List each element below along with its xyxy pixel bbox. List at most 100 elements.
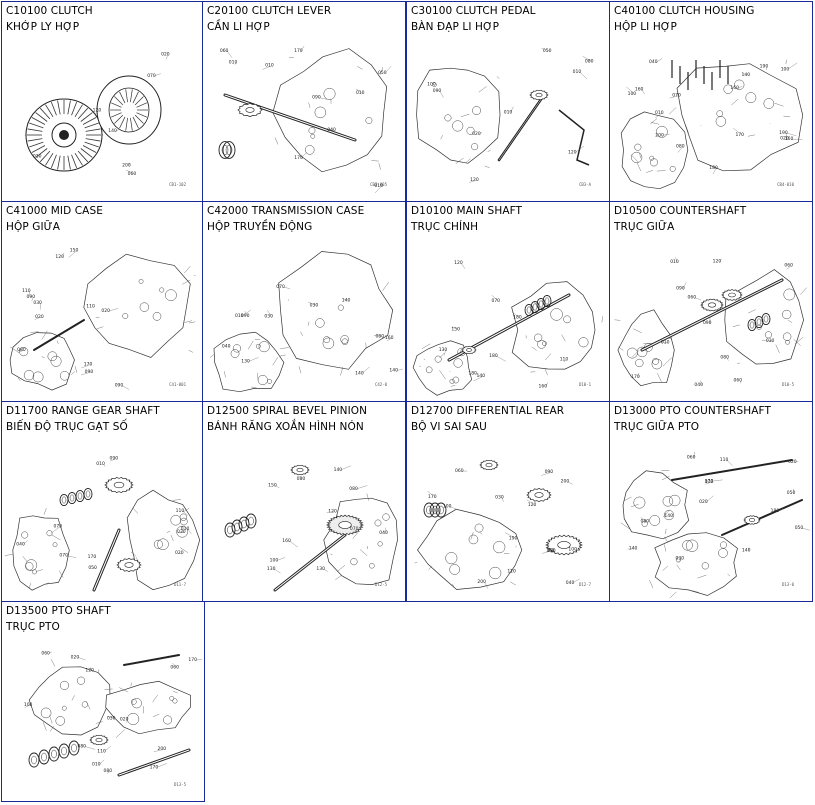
- svg-text:130: 130: [267, 566, 276, 572]
- part-vietnamese-name: TRỤC GIỮA PTO: [614, 421, 700, 433]
- svg-text:170: 170: [188, 657, 197, 663]
- svg-text:200: 200: [655, 132, 664, 138]
- svg-text:170: 170: [150, 764, 159, 770]
- svg-text:050: 050: [787, 490, 796, 496]
- svg-text:040: 040: [694, 382, 703, 388]
- part-code-title: C20100 CLUTCH LEVER: [207, 5, 332, 17]
- svg-text:120: 120: [93, 107, 102, 113]
- svg-text:060: 060: [128, 171, 137, 177]
- svg-text:160: 160: [730, 85, 739, 91]
- part-vietnamese-name: TRỤC CHÍNH: [411, 221, 479, 233]
- svg-text:150: 150: [268, 482, 277, 488]
- svg-text:120: 120: [85, 668, 94, 674]
- svg-text:120: 120: [328, 509, 337, 515]
- svg-text:090: 090: [433, 88, 442, 94]
- svg-text:160: 160: [785, 136, 794, 142]
- svg-text:020: 020: [788, 459, 797, 465]
- svg-text:190: 190: [509, 535, 518, 541]
- diagram-reference-number: D10-5: [781, 382, 794, 387]
- svg-text:140: 140: [342, 297, 351, 303]
- svg-text:020: 020: [161, 51, 170, 57]
- svg-text:100: 100: [781, 66, 790, 72]
- svg-text:030: 030: [264, 313, 273, 319]
- diagram-reference-number: CB1-102: [169, 182, 186, 187]
- part-code-title: D13500 PTO SHAFT: [6, 605, 111, 617]
- svg-text:060: 060: [455, 468, 464, 474]
- svg-text:050: 050: [378, 70, 387, 76]
- svg-text:100: 100: [427, 81, 436, 87]
- svg-text:150: 150: [451, 326, 460, 332]
- part-code-title: D13000 PTO COUNTERSHAFT: [614, 405, 771, 417]
- svg-text:080: 080: [104, 768, 113, 774]
- part-code-title: C40100 CLUTCH HOUSING: [614, 5, 755, 17]
- svg-text:180: 180: [513, 315, 522, 321]
- svg-text:110: 110: [507, 568, 516, 574]
- svg-text:140: 140: [742, 72, 751, 78]
- svg-text:110: 110: [560, 356, 569, 362]
- svg-text:030: 030: [766, 338, 775, 344]
- svg-text:060: 060: [220, 48, 229, 54]
- svg-text:010: 010: [573, 69, 582, 75]
- svg-text:080: 080: [676, 143, 685, 149]
- diagram-reference-number: D11-7: [173, 582, 186, 587]
- svg-text:030: 030: [310, 303, 319, 309]
- exploded-parts-diagram: 0900601001901201101702002000301001801900…: [414, 459, 583, 590]
- svg-text:090: 090: [241, 313, 250, 319]
- svg-text:170: 170: [88, 554, 97, 560]
- svg-text:010: 010: [229, 60, 238, 66]
- svg-text:020: 020: [101, 308, 110, 314]
- svg-text:170: 170: [294, 155, 303, 161]
- svg-text:140: 140: [664, 513, 673, 519]
- svg-text:010: 010: [374, 183, 383, 189]
- svg-text:080: 080: [641, 519, 650, 525]
- svg-text:010: 010: [96, 461, 105, 467]
- svg-text:030: 030: [107, 715, 116, 721]
- svg-text:060: 060: [688, 295, 697, 301]
- svg-text:020: 020: [120, 716, 129, 722]
- svg-text:090: 090: [545, 469, 554, 475]
- svg-text:170: 170: [735, 132, 744, 138]
- diagram-reference-number: D12-7: [578, 582, 591, 587]
- svg-text:070: 070: [147, 73, 156, 79]
- part-vietnamese-name: HỘP GIỮA: [6, 221, 61, 233]
- svg-text:180: 180: [546, 547, 555, 553]
- svg-text:200: 200: [157, 746, 166, 752]
- svg-text:090: 090: [110, 455, 119, 461]
- svg-text:060: 060: [170, 664, 179, 670]
- svg-text:080: 080: [17, 347, 26, 353]
- svg-text:010: 010: [92, 762, 101, 768]
- svg-text:020: 020: [35, 314, 44, 320]
- svg-text:030: 030: [33, 300, 42, 306]
- svg-text:010: 010: [356, 90, 365, 96]
- svg-text:100: 100: [443, 504, 452, 510]
- svg-text:180: 180: [489, 353, 498, 359]
- part-vietnamese-name: BÁNH RĂNG XOẮN HÌNH NÓN: [207, 421, 364, 433]
- part-vietnamese-name: HỘP TRUYỀN ĐỘNG: [207, 221, 313, 233]
- svg-text:200: 200: [561, 479, 570, 485]
- svg-text:030: 030: [676, 555, 685, 561]
- svg-text:020: 020: [175, 550, 184, 556]
- svg-text:040: 040: [327, 127, 336, 133]
- svg-text:110: 110: [97, 748, 106, 754]
- svg-text:060: 060: [734, 378, 743, 384]
- svg-text:060: 060: [41, 651, 50, 657]
- svg-text:140: 140: [389, 368, 398, 374]
